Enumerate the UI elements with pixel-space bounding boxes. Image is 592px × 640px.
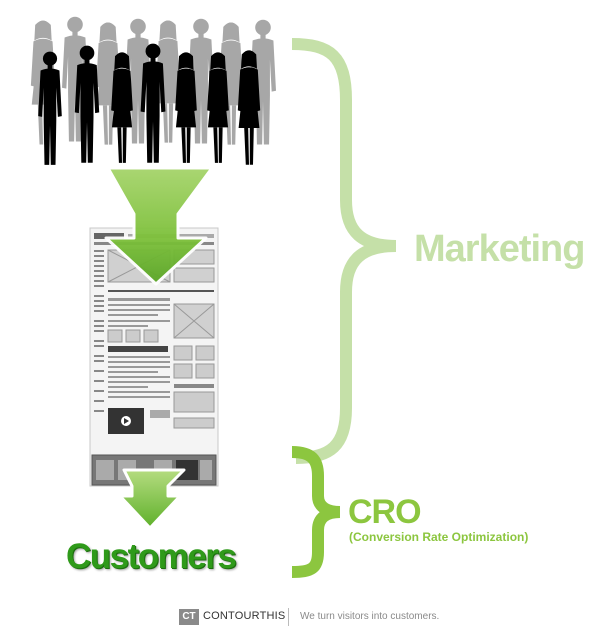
marketing-label: Marketing — [414, 228, 585, 270]
video-thumbnail — [108, 408, 144, 434]
down-arrow-icon — [104, 166, 214, 286]
cro-brace-icon — [291, 446, 341, 578]
footer-brand: CONTOURTHIS — [203, 610, 286, 622]
footer-tagline: We turn visitors into customers. — [300, 611, 440, 622]
marketing-brace-icon — [291, 38, 397, 464]
down-arrow-small-icon — [118, 468, 186, 530]
customers-label: Customers — [66, 537, 237, 576]
cro-label: CRO — [348, 493, 422, 531]
footer-logo-mark: CT — [179, 609, 199, 625]
footer-divider — [288, 608, 289, 626]
crowd-silhouettes-icon — [30, 16, 276, 165]
cro-full-label: (Conversion Rate Optimization) — [349, 530, 529, 544]
